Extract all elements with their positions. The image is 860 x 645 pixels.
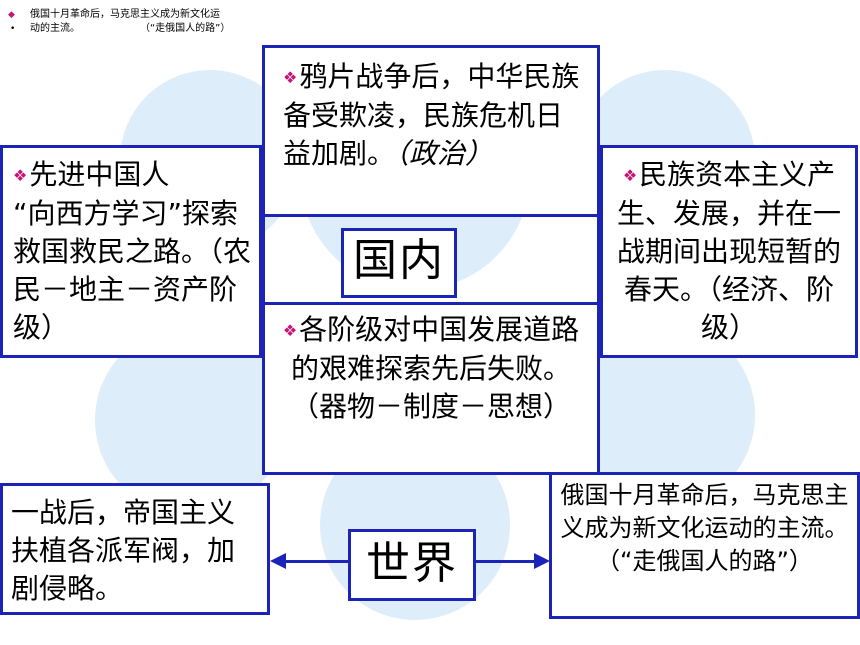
bottom-box-exploration: ❖各阶级对中国发展道路的艰难探索先后失败。 （器物－制度－思想） [262,302,600,475]
arrow-left-head-icon [270,553,286,569]
world-label: 世界 [348,529,476,601]
bottom-box-text: 各阶级对中国发展道路的艰难探索先后失败。 [290,313,580,385]
note-line-2: 动的主流。 [30,23,80,34]
note-bullet-2: • [10,24,16,34]
right-box-text: 民族资本主义产生、发展，并在一战期间出现短暂的春天。（经济、阶级） [616,158,841,344]
world-right-tag: （“走俄国人的路”） [596,547,813,575]
world-right-text: 俄国十月革命后，马克思主义成为新文化运动的主流。 [560,481,849,542]
note-line-1: 俄国十月革命后，马克思主义成为新文化运 [30,9,220,20]
domestic-label: 国内 [341,228,457,298]
bullet-diamond-icon: ❖ [283,68,298,87]
note-line-2-b: （“走俄国人的路”） [140,23,231,34]
top-box-politics: ❖鸦片战争后，中华民族备受欺凌，民族危机日益加剧。（政治） [262,45,600,217]
arrow-to-right-line [476,560,536,563]
world-left-box: 一战后，帝国主义扶植各派军阀，加剧侵略。 [0,483,270,615]
arrow-to-left-line [282,560,348,563]
bullet-diamond-icon: ❖ [13,166,28,185]
world-right-box: 俄国十月革命后，马克思主义成为新文化运动的主流。 （“走俄国人的路”） [549,472,860,619]
bullet-diamond-icon: ❖ [622,166,638,185]
world-left-text: 一战后，帝国主义扶植各派军阀，加剧侵略。 [11,496,236,605]
note-bullet-1: ◆ [8,10,15,20]
top-box-text: 鸦片战争后，中华民族备受欺凌，民族危机日益加剧。 [283,60,580,170]
bullet-diamond-icon: ❖ [282,321,298,340]
bottom-box-tag: （器物－制度－思想） [290,390,571,423]
arrow-right-head-icon [534,553,550,569]
left-box-line2: “向西方学习”探索救国救民之路。（农民－地主－资产阶级） [13,197,252,344]
top-box-tag: （政治） [395,137,494,170]
left-box-learn-west: ❖先进中国人 “向西方学习”探索救国救民之路。（农民－地主－资产阶级） [0,145,262,358]
left-box-line1: 先进中国人 [29,158,170,191]
right-box-economy: ❖民族资本主义产生、发展，并在一战期间出现短暂的春天。（经济、阶级） [600,145,858,358]
